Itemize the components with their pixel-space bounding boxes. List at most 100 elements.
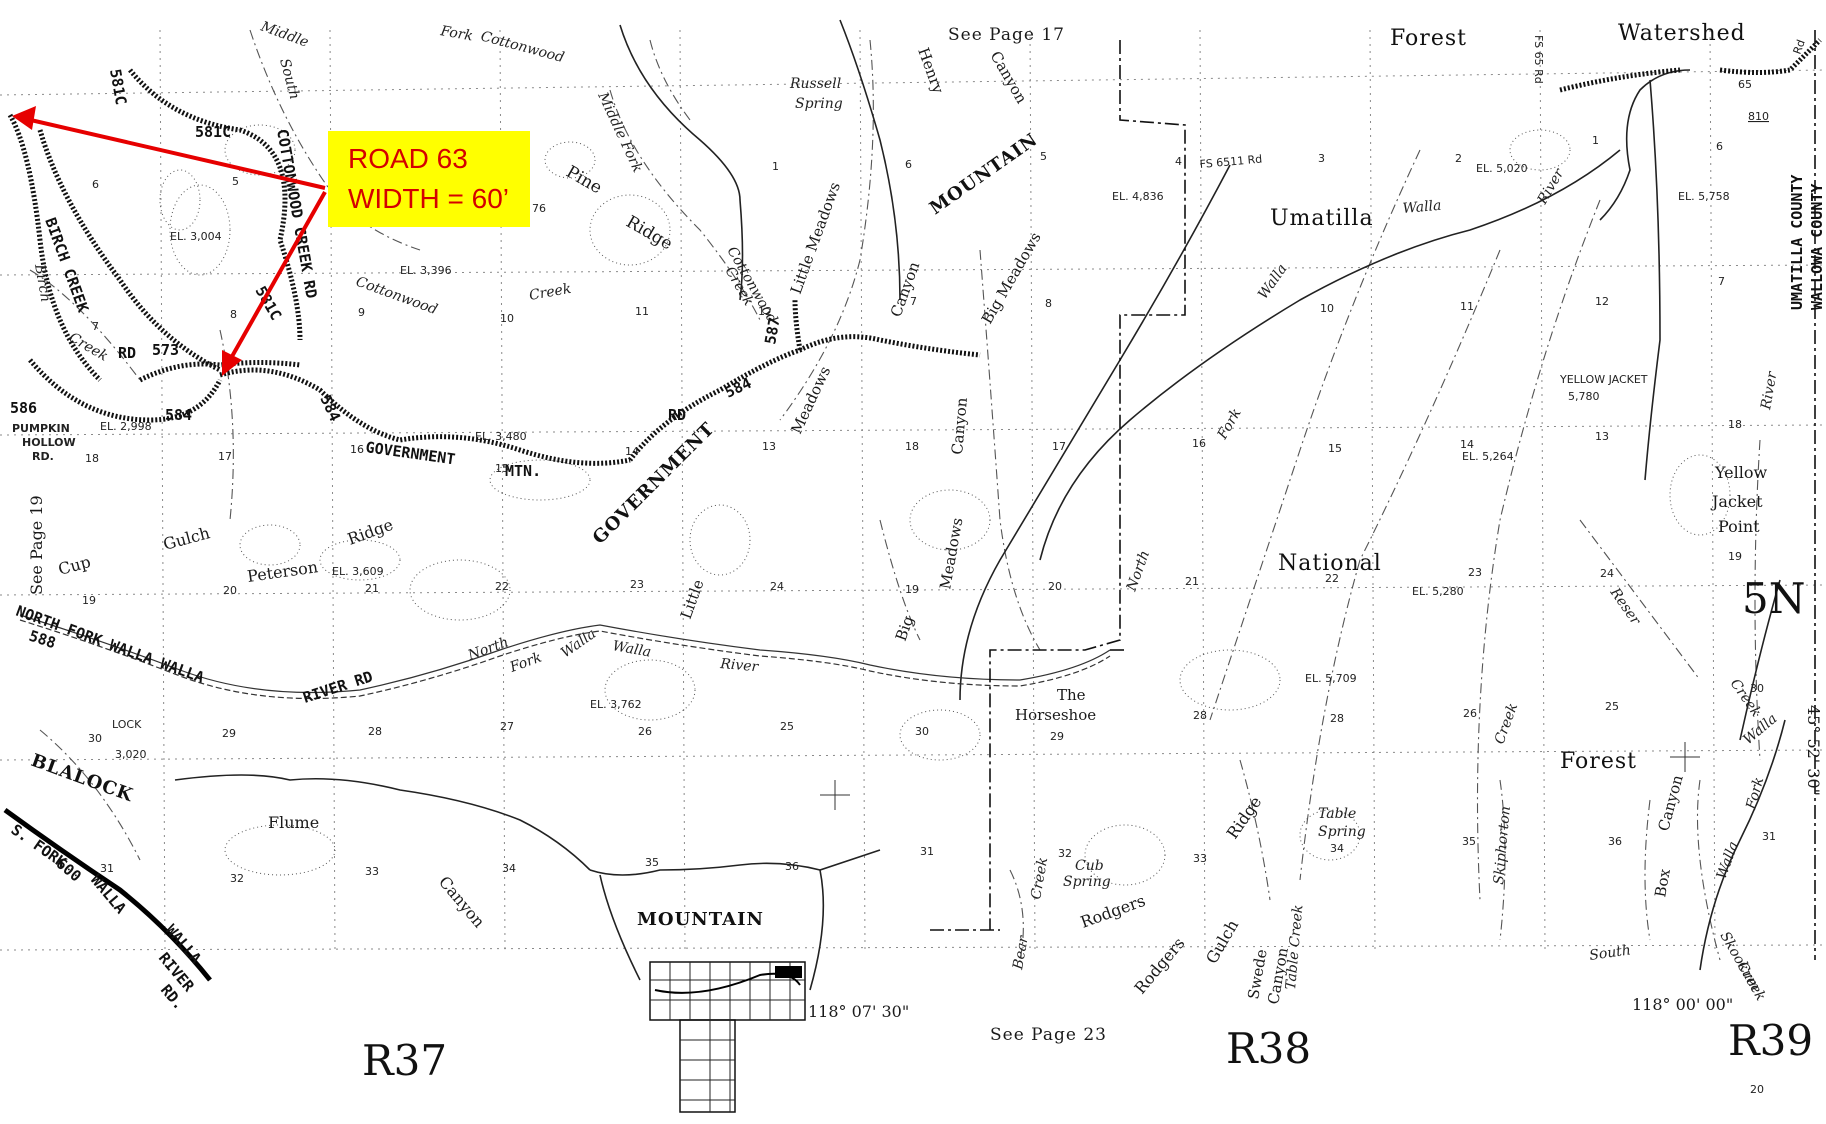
arrow-line-left (21, 116, 326, 190)
road-label: 581C (195, 123, 231, 141)
inset-locator-map (649, 961, 806, 1113)
place-label: Bear (1010, 934, 1032, 972)
forest-label: National (1278, 551, 1382, 576)
map-label: 5 (1040, 150, 1047, 163)
road-label: S. FORK (8, 821, 70, 872)
top-watershed-label: Watershed (1618, 21, 1746, 46)
place-label: North (465, 634, 511, 664)
mountain-label: MOUNTAIN (926, 129, 1042, 219)
place-label: LOCK (112, 718, 142, 731)
map-label: 25 (780, 720, 794, 733)
elevation-label: 5,780 (1568, 390, 1600, 403)
place-label: Horseshoe (1015, 706, 1096, 724)
road-label: 810 (1748, 110, 1769, 123)
road-labels: 581C 581C 581C 573 584 584 584 586 587 5… (8, 35, 1808, 1013)
place-label: Point (1718, 517, 1760, 536)
road-label: RD. (32, 450, 54, 463)
road-label: RIVER RD (301, 667, 375, 706)
map-label: 1 (772, 160, 779, 173)
north-fork-river-road (19, 614, 1111, 700)
callout-line2: WIDTH = 60’ (348, 183, 509, 214)
map-label: 36 (785, 860, 799, 873)
place-label: Ridge (1223, 793, 1266, 843)
road-label: 65 (1738, 78, 1752, 91)
place-label: Gulch (1202, 916, 1242, 967)
place-label: Henry (914, 45, 947, 96)
place-label: Canyon (887, 259, 924, 319)
map-label: 19 (82, 594, 96, 607)
place-label: Gulch (161, 523, 212, 554)
map-label: 5 (232, 175, 239, 188)
place-label: Birch (31, 262, 54, 304)
map-label: 33 (365, 865, 379, 878)
map-label: 17 (1052, 440, 1066, 453)
map-label: 7 (1718, 275, 1725, 288)
map-label: 14 (1460, 438, 1474, 451)
place-label: Jacket (1710, 492, 1763, 511)
range-label-r38: R38 (1226, 1024, 1311, 1073)
map-label: 24 (1600, 567, 1614, 580)
map-label: 16 (1192, 437, 1206, 450)
elevation-label: EL. 3,480 (475, 430, 527, 443)
place-label: Skiphorton (1491, 806, 1514, 886)
elevation-label: EL. 5,758 (1678, 190, 1730, 203)
place-label: Creek (528, 281, 573, 304)
section-numbers: 5 6 7 8 9 10 11 12 13 14 15 16 17 18 19 … (82, 134, 1776, 885)
township-label: 5N (1742, 574, 1805, 623)
map-label: 9 (358, 306, 365, 319)
place-label: Cup (56, 552, 93, 579)
map-label: 10 (500, 312, 514, 325)
map-label: 16 (350, 443, 364, 456)
rivers (174, 19, 1786, 991)
place-label: Fork (1743, 775, 1767, 812)
road-63-callout: ROAD 63 WIDTH = 60’ (12, 106, 530, 376)
map-label: 21 (1185, 575, 1199, 588)
map-label: 6 (92, 178, 99, 191)
map-label: 10 (1320, 302, 1334, 315)
boundaries (930, 30, 1816, 960)
road-label: FS 65 Rd (1532, 35, 1545, 84)
longitude-west: 118° 07' 30" (808, 1002, 909, 1021)
elevation-label: 3,020 (115, 748, 147, 761)
elevation-label: EL. 3,609 (332, 565, 384, 578)
place-label: Cottonwood (479, 28, 566, 66)
map-label: 6 (905, 158, 912, 171)
road-label: 584 (316, 392, 344, 424)
map-label: 11 (1460, 300, 1474, 313)
map-label: 31 (1762, 830, 1776, 843)
place-label: Canyon (987, 48, 1031, 107)
map-label: 3 (1318, 152, 1325, 165)
elevation-label: EL. 5,020 (1476, 162, 1528, 175)
map-label: 12 (1595, 295, 1609, 308)
map-label: 23 (1468, 566, 1482, 579)
roads (3, 38, 1822, 982)
map-label: 30 (915, 725, 929, 738)
place-label: Creek (1028, 856, 1051, 901)
place-label: Little (677, 577, 708, 621)
map-label: 4 (1175, 155, 1182, 168)
place-label: Walla (1255, 261, 1290, 302)
county-label-wallowa: WALLOWA COUNTY (1808, 184, 1826, 310)
place-label: YELLOW JACKET (1559, 373, 1648, 386)
map-label: 28 (1330, 712, 1344, 725)
place-label: Rodgers (1131, 934, 1189, 998)
elevation-label: EL. 2,998 (100, 420, 152, 433)
elevation-label: EL. 5,264 (1462, 450, 1514, 463)
range-label-r37: R37 (362, 1036, 447, 1085)
place-label: Table (1318, 806, 1356, 822)
map-label: 23 (630, 578, 644, 591)
map-label: 11 (635, 305, 649, 318)
place-label: Creek (1734, 959, 1769, 1004)
elevation-label: EL. 5,280 (1412, 585, 1464, 598)
map-label: 29 (222, 727, 236, 740)
place-label: River (719, 656, 760, 675)
road-label: MTN. (505, 462, 541, 480)
map-label: 12 (758, 305, 772, 318)
map-label: 7 (910, 295, 917, 308)
map-label: 7 (92, 320, 99, 333)
mountain-label: MOUNTAIN (637, 909, 764, 930)
place-label: Meadows (936, 516, 966, 590)
map-label: 30 (88, 732, 102, 745)
longitude-east: 118° 00' 00" (1632, 995, 1733, 1014)
place-label: Spring (1318, 824, 1366, 840)
